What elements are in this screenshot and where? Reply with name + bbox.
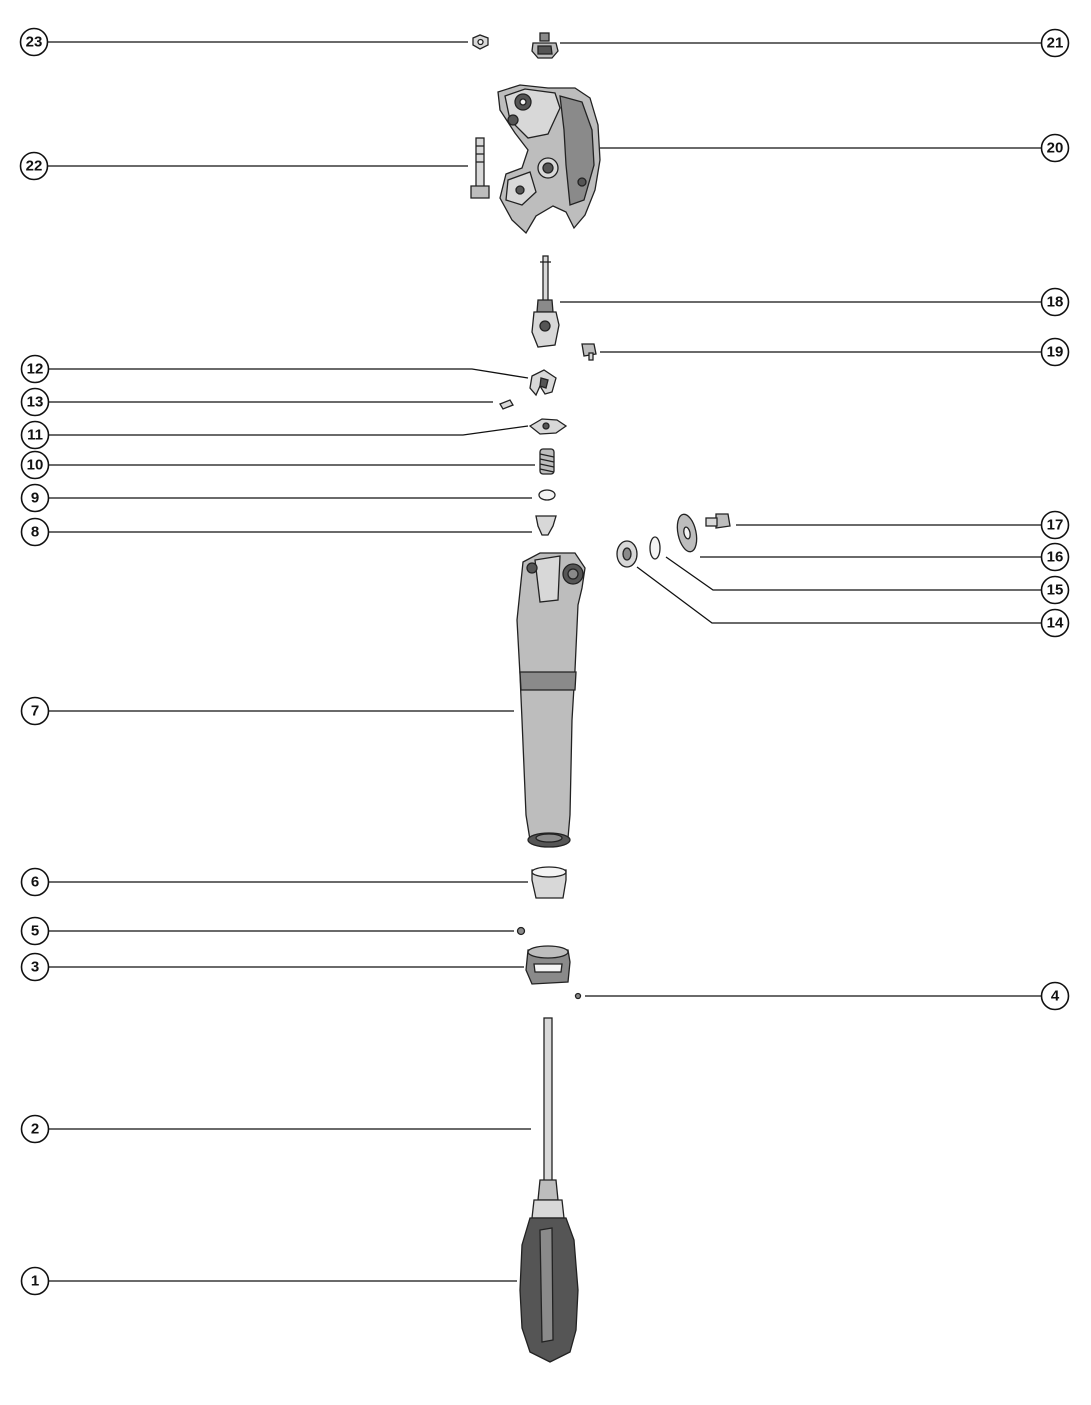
part-14-bushing xyxy=(616,540,638,568)
part-4-ball xyxy=(574,992,582,1000)
part-9-o-ring xyxy=(538,489,556,501)
callout-8: 8 xyxy=(20,517,50,547)
leader-12 xyxy=(49,368,529,379)
svg-text:14: 14 xyxy=(1047,615,1064,632)
callout-17: 17 xyxy=(1040,510,1070,540)
callout-16: 16 xyxy=(1040,542,1070,572)
svg-text:5: 5 xyxy=(31,923,39,940)
part-20-bracket xyxy=(497,84,601,235)
part-15-lock-washer xyxy=(649,536,661,560)
callout-9: 9 xyxy=(20,483,50,513)
callout-19: 19 xyxy=(1040,337,1070,367)
svg-text:16: 16 xyxy=(1047,549,1064,566)
svg-text:12: 12 xyxy=(27,361,44,378)
part-19-screw xyxy=(581,343,597,361)
part-11-plate xyxy=(528,418,568,435)
callout-4: 4 xyxy=(1040,981,1070,1011)
part-13-pin xyxy=(499,399,514,410)
callout-6: 6 xyxy=(20,867,50,897)
callout-14: 14 xyxy=(1040,608,1070,638)
part-22-bolt xyxy=(470,137,490,199)
svg-text:20: 20 xyxy=(1047,140,1064,157)
svg-text:15: 15 xyxy=(1047,582,1064,599)
svg-text:2: 2 xyxy=(31,1121,39,1138)
svg-text:6: 6 xyxy=(31,874,39,891)
svg-text:22: 22 xyxy=(26,158,43,175)
part-8-bushing xyxy=(535,515,557,536)
part-18-cable-end xyxy=(531,255,560,348)
part-1-grip xyxy=(519,1217,579,1363)
svg-text:23: 23 xyxy=(26,34,43,51)
leader-15 xyxy=(665,556,1041,591)
svg-text:7: 7 xyxy=(31,703,39,720)
leader-14 xyxy=(636,566,1041,624)
svg-text:4: 4 xyxy=(1051,988,1060,1005)
part-3-collar xyxy=(525,945,571,985)
svg-text:19: 19 xyxy=(1047,344,1064,361)
callout-23: 23 xyxy=(19,27,49,57)
part-23-nut xyxy=(472,34,489,50)
part-17-screw xyxy=(705,513,731,529)
svg-text:17: 17 xyxy=(1047,517,1064,534)
svg-text:3: 3 xyxy=(31,959,39,976)
svg-text:9: 9 xyxy=(31,490,39,507)
callout-12: 12 xyxy=(20,354,50,384)
part-2-shaft xyxy=(531,1017,565,1219)
svg-text:18: 18 xyxy=(1047,294,1064,311)
callout-22: 22 xyxy=(19,151,49,181)
svg-text:1: 1 xyxy=(31,1273,39,1290)
part-12-clip xyxy=(529,369,557,397)
callout-21: 21 xyxy=(1040,28,1070,58)
callout-11: 11 xyxy=(20,420,50,450)
callout-13: 13 xyxy=(20,387,50,417)
part-21-fitting xyxy=(531,32,559,59)
callout-7: 7 xyxy=(20,696,50,726)
svg-text:10: 10 xyxy=(27,457,44,474)
svg-text:13: 13 xyxy=(27,394,44,411)
svg-text:8: 8 xyxy=(31,524,39,541)
callout-3: 3 xyxy=(20,952,50,982)
svg-text:21: 21 xyxy=(1047,35,1064,52)
part-16-washer xyxy=(676,513,698,553)
callout-1: 1 xyxy=(20,1266,50,1296)
part-5-ball xyxy=(516,926,526,936)
part-7-handle-housing xyxy=(516,552,586,848)
callout-20: 20 xyxy=(1040,133,1070,163)
callout-10: 10 xyxy=(20,450,50,480)
callout-18: 18 xyxy=(1040,287,1070,317)
part-6-sleeve xyxy=(531,866,567,899)
leader-11 xyxy=(49,425,529,436)
callout-2: 2 xyxy=(20,1114,50,1144)
svg-text:11: 11 xyxy=(27,427,43,444)
part-10-spring xyxy=(539,448,555,475)
callout-15: 15 xyxy=(1040,575,1070,605)
callout-5: 5 xyxy=(20,916,50,946)
